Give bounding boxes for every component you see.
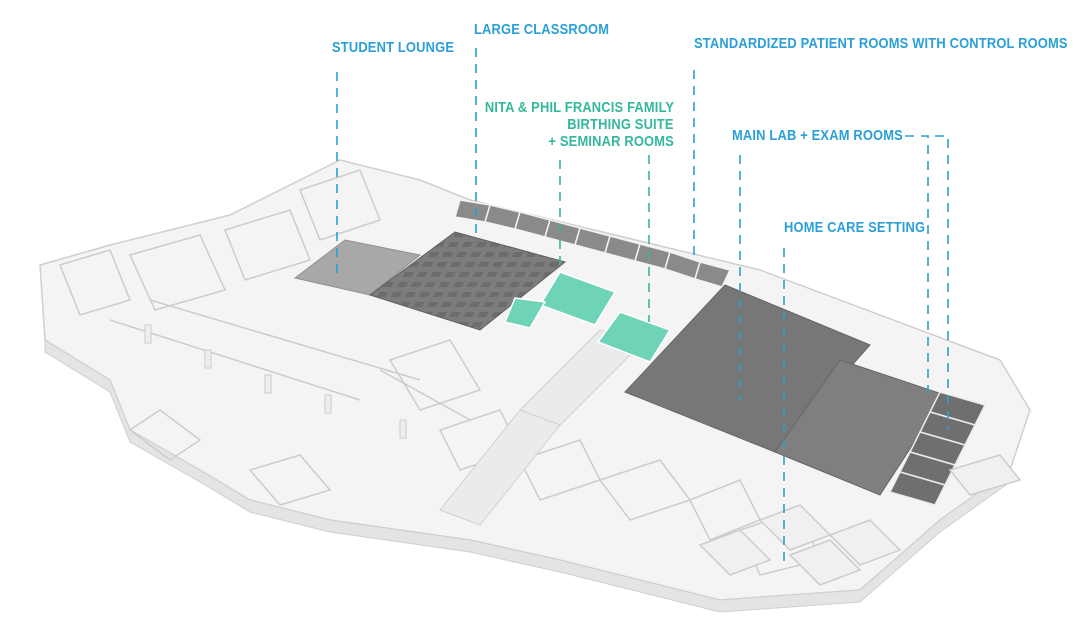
leader-exam-rooms-1 [905, 135, 929, 395]
large-classroom-area [368, 231, 567, 331]
west-wing-walls [58, 169, 822, 576]
corridor-south [439, 409, 561, 526]
leader-lines [336, 48, 949, 565]
label-student-lounge: STUDENT LOUNGE [332, 39, 455, 56]
standardized-patient-rooms [454, 199, 732, 288]
leader-exam-rooms-2 [935, 135, 949, 430]
label-birthing-line2: BIRTHING SUITE [567, 116, 674, 133]
label-birthing-line1: NITA & PHIL FRANCIS FAMILY [484, 99, 674, 116]
student-lounge-area [293, 239, 422, 296]
label-sp-rooms: STANDARDIZED PATIENT ROOMS WITH CONTROL … [694, 35, 1068, 52]
label-birthing-line3: + SEMINAR ROOMS [548, 133, 674, 150]
seminar-room-area [503, 297, 547, 329]
label-home-care: HOME CARE SETTING [784, 219, 926, 236]
label-large-classroom: LARGE CLASSROOM [474, 21, 610, 38]
seminar-room-area-2 [596, 311, 672, 363]
birthing-suite-area [538, 271, 617, 326]
columns [144, 324, 407, 439]
southeast-rooms [698, 454, 1022, 586]
label-main-lab: MAIN LAB + EXAM ROOMS [732, 127, 903, 144]
